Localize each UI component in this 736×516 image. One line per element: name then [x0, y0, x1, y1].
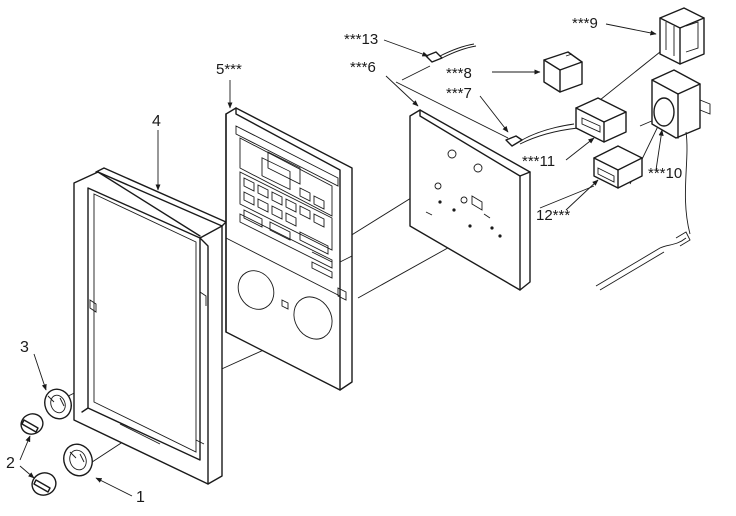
- power-cord: [595, 237, 687, 291]
- door-frame-part-4: [73, 167, 227, 485]
- knob-upper-part-2: [20, 413, 44, 435]
- knob-ring-part-3: [44, 388, 72, 420]
- transformer-part-9: [659, 7, 705, 65]
- label-part-4: 4: [152, 113, 161, 130]
- label-part-13: ***13: [344, 31, 378, 48]
- circuit-board-part-6: [409, 109, 531, 291]
- label-part-1: 1: [136, 489, 145, 506]
- label-part-8: ***8: [446, 65, 472, 82]
- label-part-7: ***7: [446, 85, 472, 102]
- switch-block-part-11: [575, 97, 627, 143]
- label-part-3: 3: [20, 339, 29, 356]
- timer-motor-part-10: [651, 69, 711, 247]
- control-panel-part-5: [225, 107, 353, 391]
- switch-part-12: [593, 145, 643, 189]
- label-part-11: ***11: [522, 153, 555, 170]
- part-labels: 1 2 3 4 5*** ***6 ***7 ***8 ***9 ***10 *…: [6, 15, 682, 506]
- knob-lower-part-2: [31, 472, 57, 496]
- label-part-5: 5***: [216, 61, 242, 78]
- explosion-lines: [59, 51, 669, 469]
- leader-arrows: [19, 23, 664, 497]
- label-part-2: 2: [6, 455, 15, 472]
- label-part-6: ***6: [350, 59, 376, 76]
- wire-lead-part-7: [505, 123, 579, 147]
- label-part-10: ***10: [648, 165, 682, 182]
- knob-ring-part-1: [63, 443, 93, 477]
- label-part-12: 12***: [536, 207, 570, 224]
- label-part-9: ***9: [572, 15, 598, 32]
- keypad-buttons: [243, 177, 329, 255]
- relay-part-8: [543, 51, 583, 93]
- connector-part-13: [425, 43, 477, 63]
